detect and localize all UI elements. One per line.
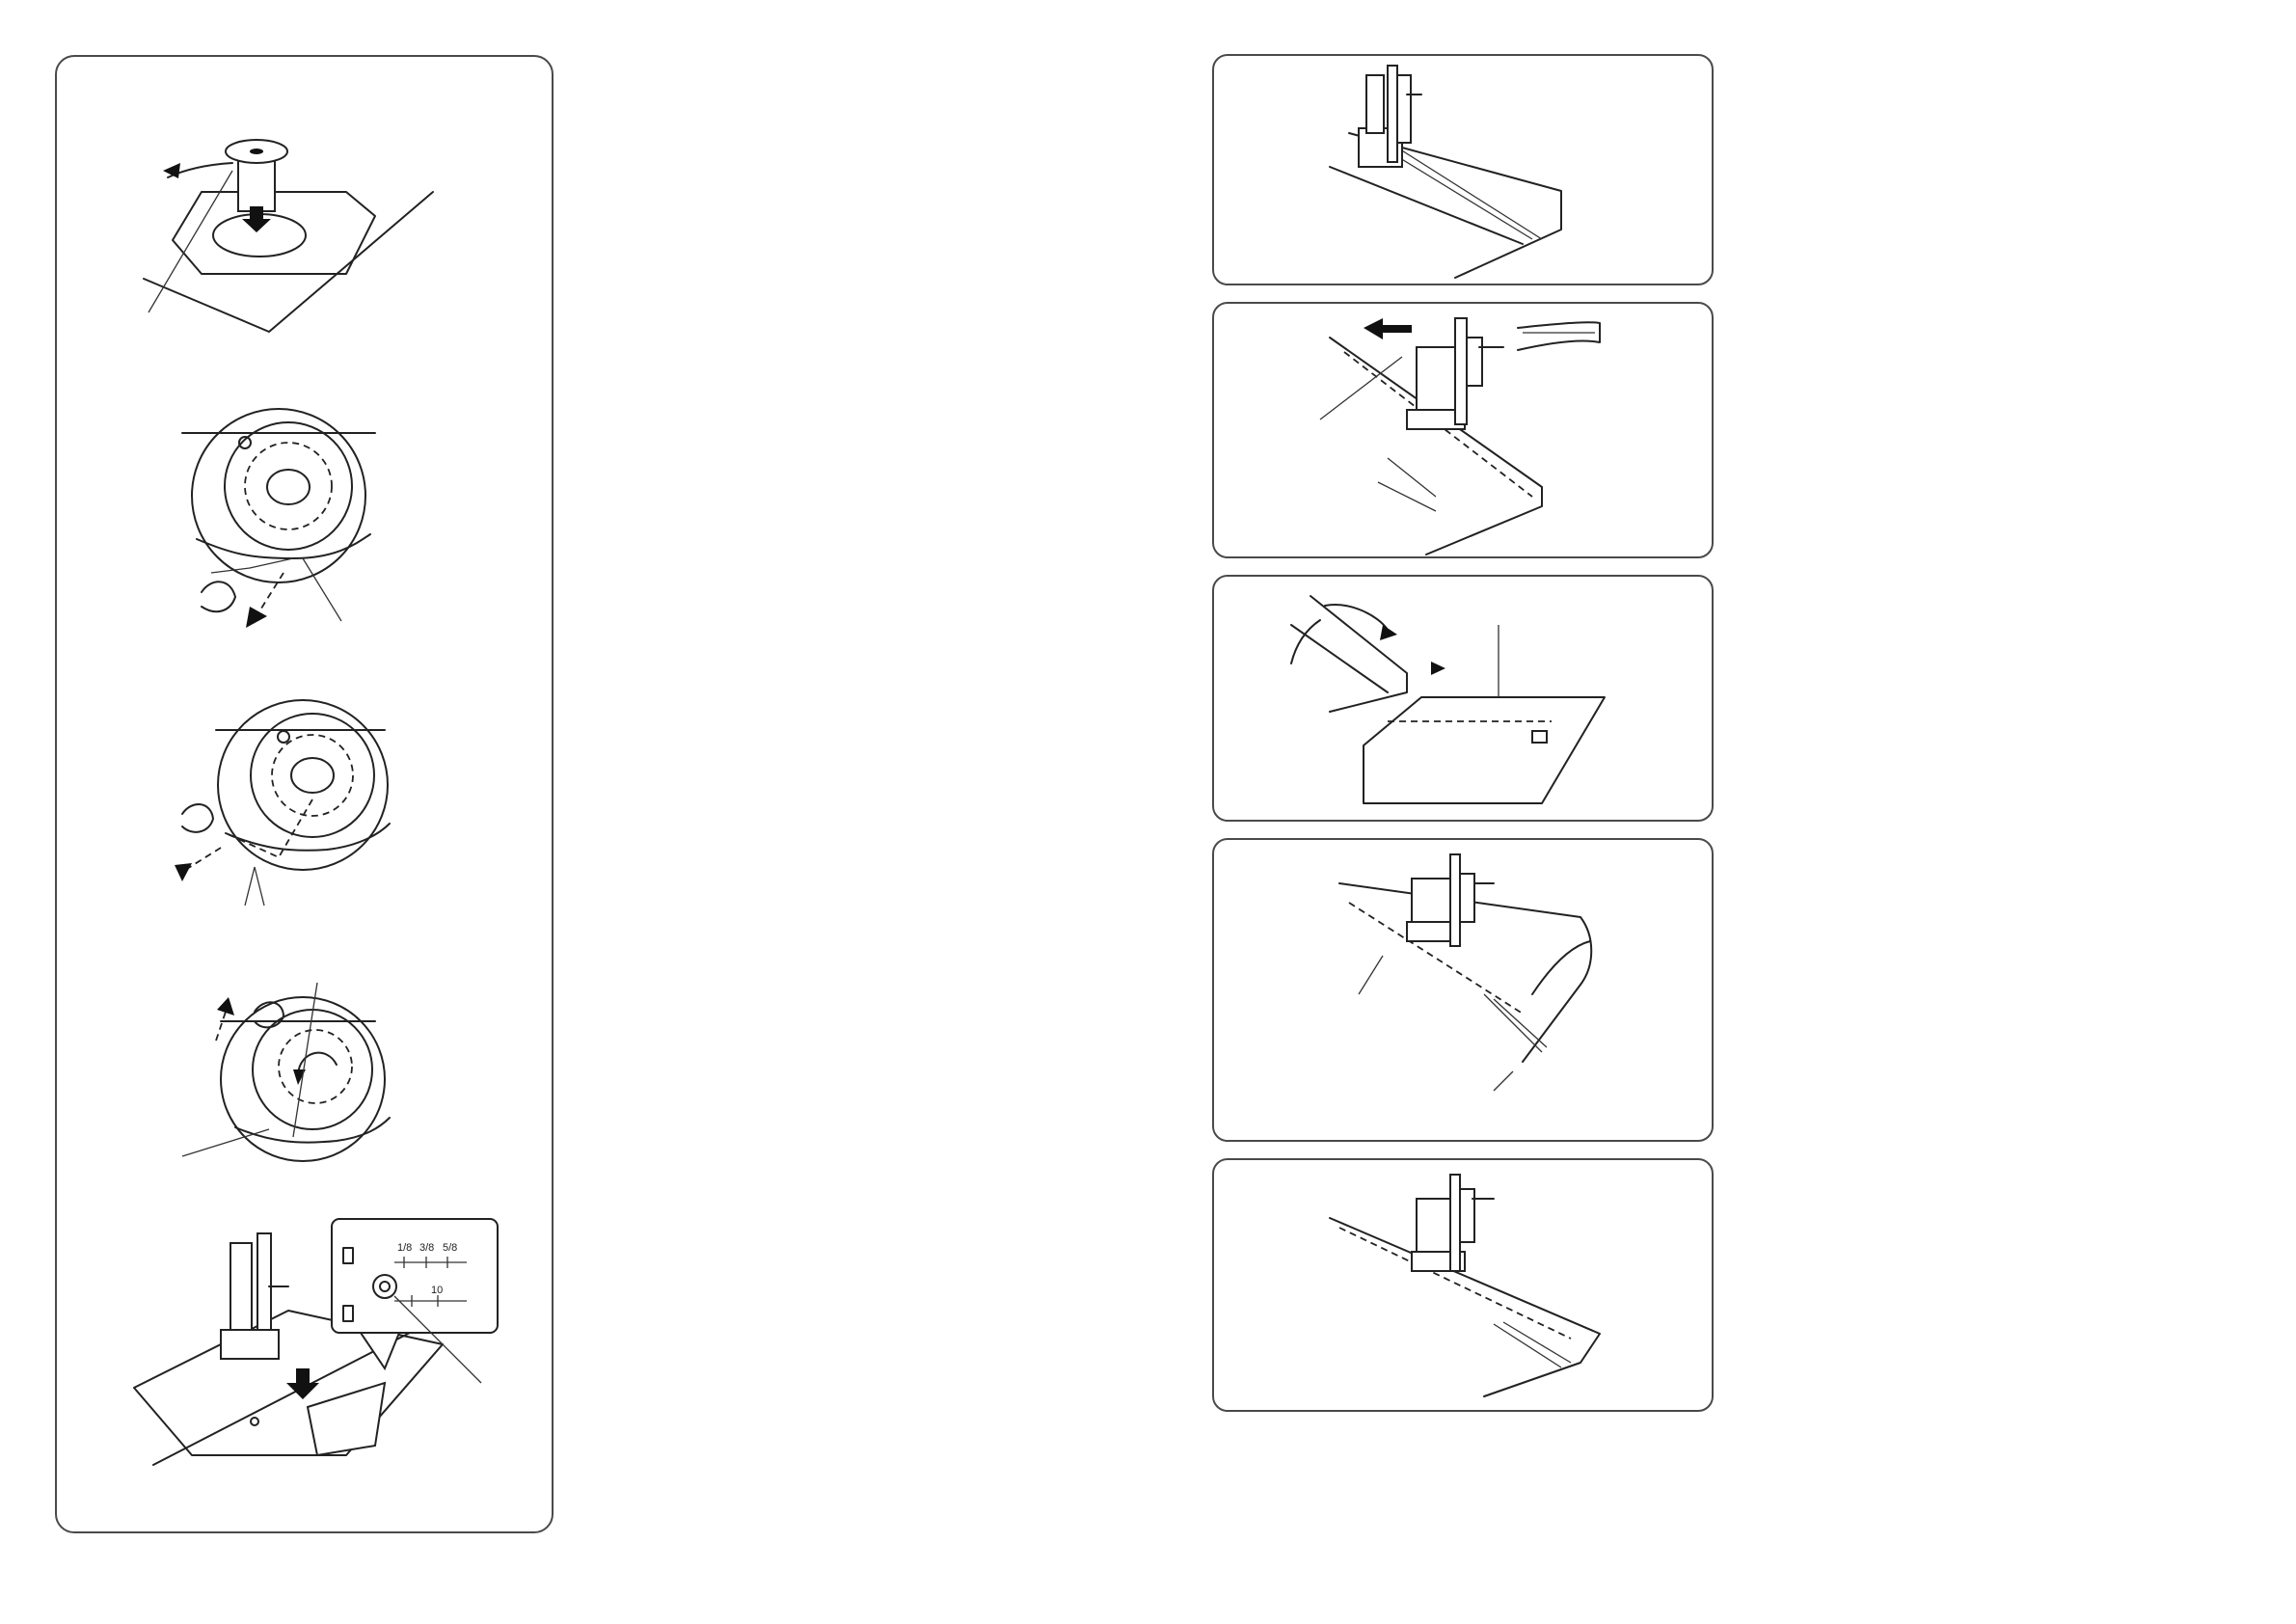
right-illustration-panel-5 bbox=[1212, 1158, 1714, 1412]
zipper-sewing-icon bbox=[1214, 840, 1715, 1144]
needle-plate-cover-icon: 1/8 3/8 5/8 10 bbox=[134, 1219, 498, 1465]
bobbin-thread-pull-icon bbox=[175, 700, 390, 906]
right-illustration-panel-2 bbox=[1212, 302, 1714, 558]
bobbin-thread-rotate-icon bbox=[182, 983, 390, 1161]
guide-mark-5-8: 5/8 bbox=[443, 1242, 457, 1254]
presser-foot-seam-icon bbox=[1214, 56, 1715, 287]
right-illustration-panel-3 bbox=[1212, 575, 1714, 822]
left-illustration-panel: 1/8 3/8 5/8 10 bbox=[55, 55, 554, 1533]
bobbin-thread-notch-icon bbox=[182, 409, 375, 628]
left-illustrations: 1/8 3/8 5/8 10 bbox=[57, 57, 555, 1535]
zipper-basting-icon bbox=[1214, 304, 1715, 560]
fabric-fold-icon bbox=[1214, 577, 1715, 824]
guide-mark-10: 10 bbox=[431, 1285, 443, 1296]
guide-mark-1-8: 1/8 bbox=[397, 1242, 412, 1254]
guide-mark-3-8: 3/8 bbox=[419, 1242, 434, 1254]
right-illustration-panel-4 bbox=[1212, 838, 1714, 1142]
zipper-finish-icon bbox=[1214, 1160, 1715, 1414]
right-illustration-panel-1 bbox=[1212, 54, 1714, 285]
bobbin-insert-icon bbox=[144, 140, 433, 332]
